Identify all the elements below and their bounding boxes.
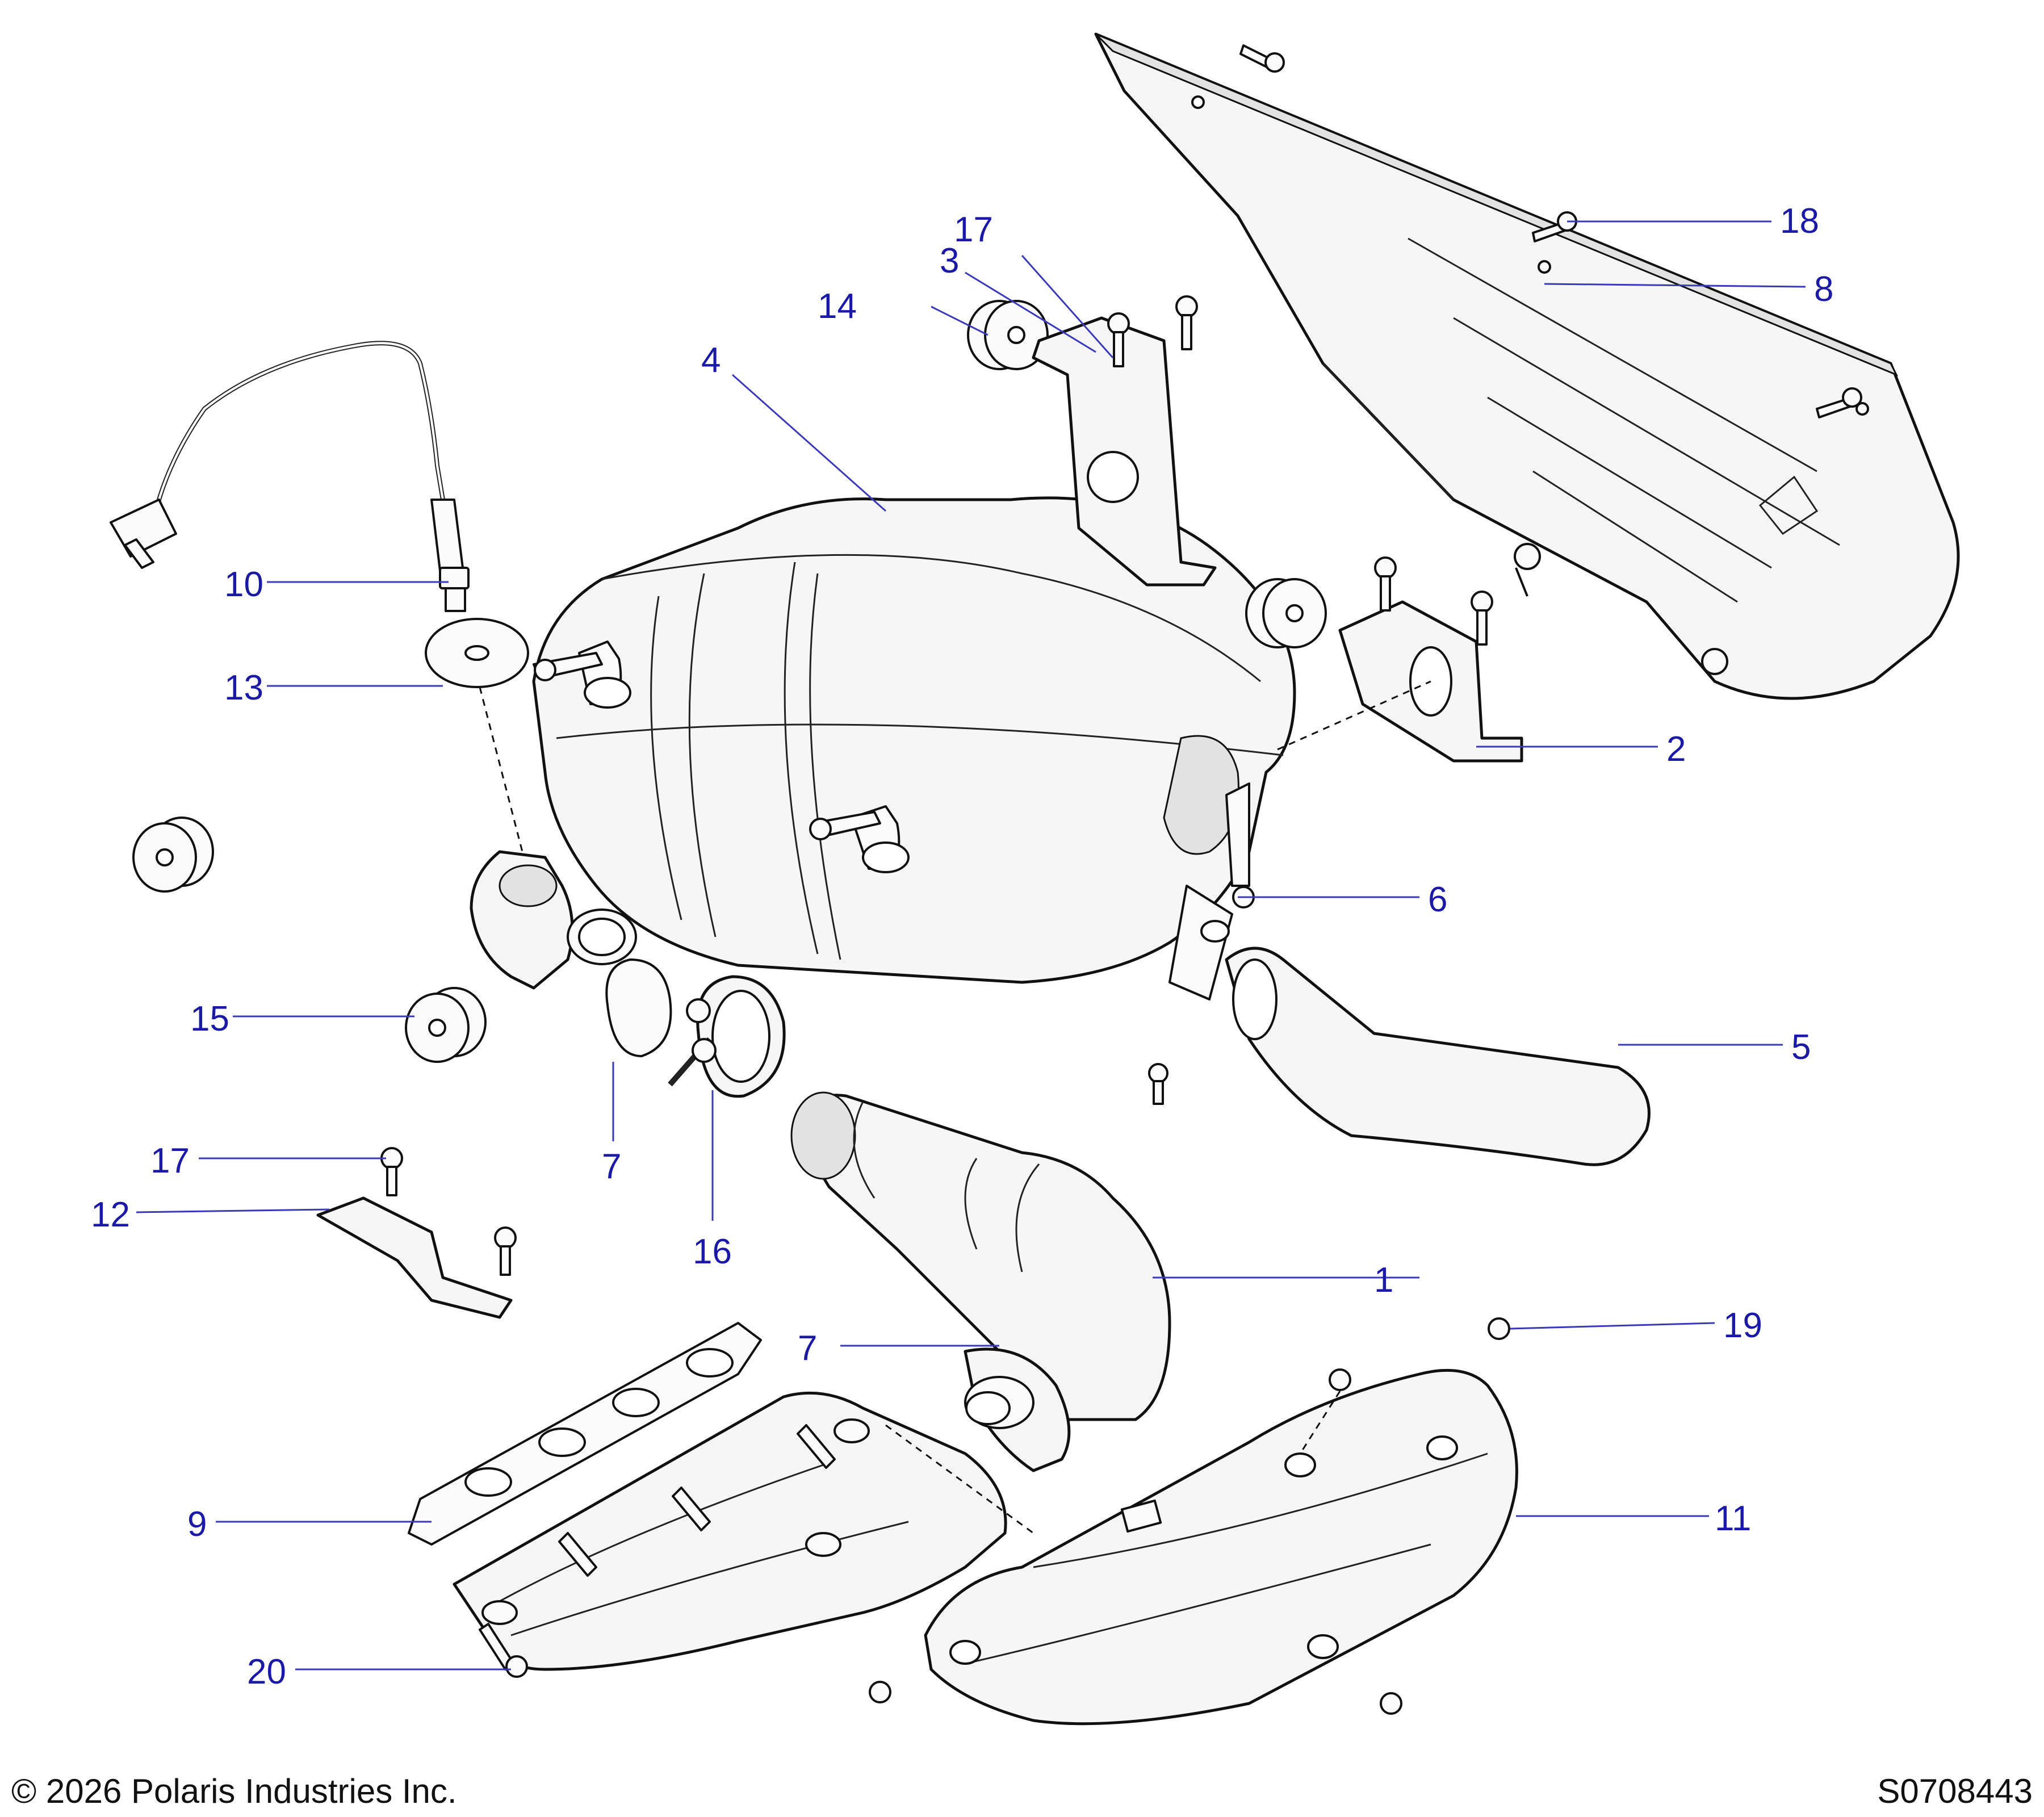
callout-6: 6: [1428, 880, 1447, 919]
muffler-body: [470, 496, 1296, 1000]
grommets: [132, 300, 1327, 1063]
callout-1: 1: [1374, 1261, 1393, 1300]
callout-18: 18: [1780, 202, 1819, 241]
heat-shield-upper: [1094, 32, 1960, 700]
callout-8: 8: [1814, 270, 1833, 309]
callout-17b: 17: [150, 1141, 190, 1180]
callout-16: 16: [693, 1232, 732, 1271]
callout-labels: 1 2 3 4 5 6 7 7 8 9 10 11 12 13 14 15 16…: [91, 202, 1833, 1692]
callout-4: 4: [701, 341, 721, 380]
callout-5: 5: [1791, 1028, 1811, 1067]
head-pipe: [790, 1091, 1171, 1472]
callout-15: 15: [190, 999, 229, 1039]
footer: © 2026 Polaris Industries Inc. S0708443: [11, 1772, 2033, 1810]
bracket-upper: [1032, 295, 1217, 587]
manifold: [408, 1322, 1034, 1678]
copyright-text: © 2026 Polaris Industries Inc.: [11, 1772, 457, 1810]
tail-pipe: [1148, 947, 1651, 1166]
callout-12: 12: [91, 1195, 130, 1234]
clamps: [605, 958, 786, 1098]
callout-19: 19: [1723, 1306, 1762, 1345]
bracket-small: [316, 1147, 517, 1319]
callout-2: 2: [1666, 730, 1686, 769]
leader-lines: [136, 220, 1806, 1671]
callout-13: 13: [224, 668, 263, 707]
parts-illustration: [110, 32, 1960, 1726]
callout-17a: 17: [954, 210, 993, 249]
callout-14: 14: [818, 287, 857, 326]
oxygen-sensor: [110, 341, 470, 612]
callout-10: 10: [224, 565, 263, 604]
callout-3: 3: [940, 241, 959, 280]
callout-20: 20: [247, 1652, 286, 1692]
callout-7b: 7: [798, 1329, 817, 1368]
callout-9: 9: [187, 1505, 207, 1544]
drawing-number: S0708443: [1877, 1772, 2033, 1810]
callout-7a: 7: [602, 1147, 621, 1186]
bracket-lower: [1232, 556, 1523, 909]
heat-shield-lower: [869, 1317, 1518, 1726]
callout-11: 11: [1715, 1499, 1751, 1538]
